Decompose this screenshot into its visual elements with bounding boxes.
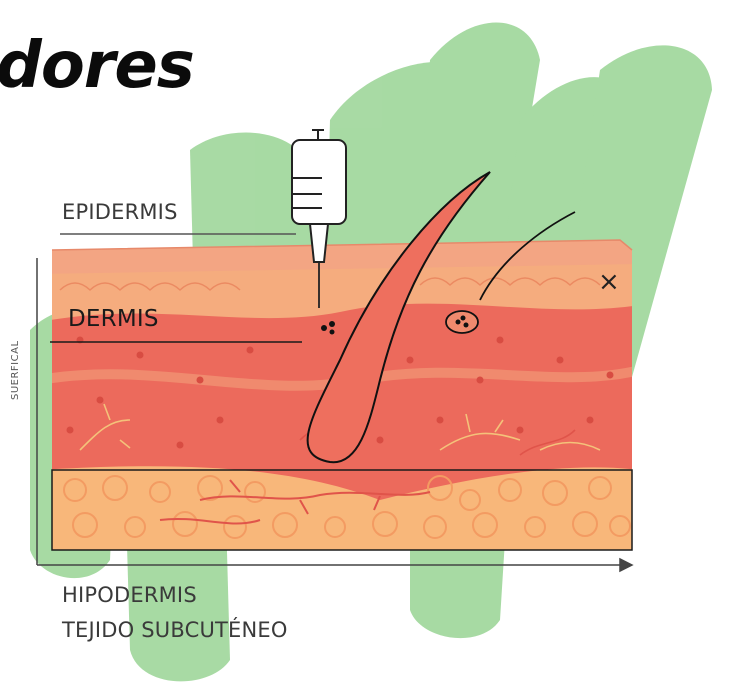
blood-vessels	[159, 479, 431, 525]
label-dermis: DERMIS	[68, 306, 159, 332]
label-tejido-subcutaneo: TEJIDO SUBCUTÉNEO	[62, 618, 288, 642]
small-follicle	[445, 211, 576, 334]
page-title: dores	[0, 29, 195, 103]
upper-dermis-scallops	[59, 277, 601, 292]
injection-droplets	[321, 321, 335, 335]
dermis-dots	[66, 336, 614, 449]
hypodermis-outline	[51, 469, 633, 551]
epidermis-layer	[52, 240, 632, 274]
fat-cells	[63, 475, 631, 539]
skin-block	[52, 240, 632, 550]
skin-top-edge	[51, 239, 633, 251]
syringe-icon	[291, 129, 347, 308]
nerve-lines	[79, 403, 601, 451]
label-pointer-lines	[50, 233, 302, 343]
hair-follicle	[306, 171, 491, 464]
axes	[36, 258, 634, 573]
label-hipodermis: HIPODERMIS	[62, 583, 197, 607]
label-vertical-axis: SUERFICAL	[10, 340, 21, 400]
close-x-icon: ×	[598, 267, 620, 297]
upper-dermis-layer	[52, 262, 632, 322]
label-epidermis: EPIDERMIS	[62, 200, 178, 224]
